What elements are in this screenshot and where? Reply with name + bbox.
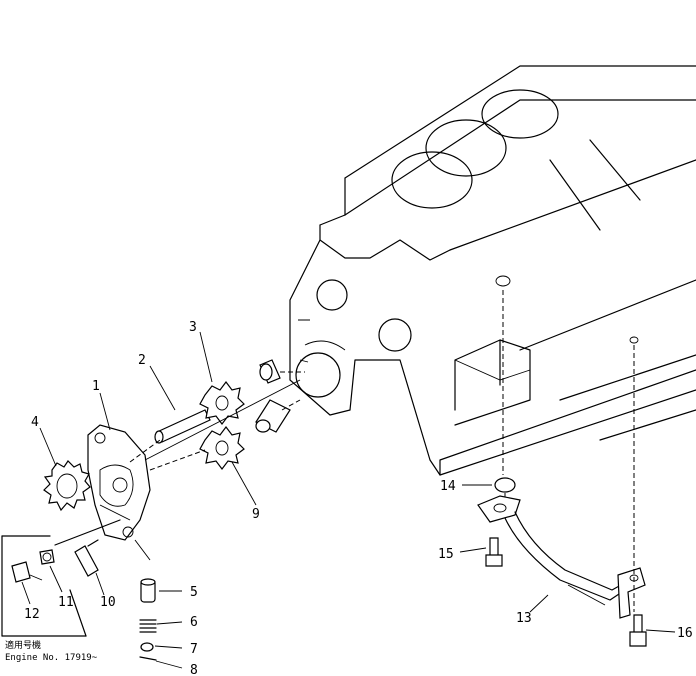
note-japanese: 適用号機 [5,639,41,651]
callout-13: 13 [516,611,532,626]
applicability-note: 適用号機 Engine No. 17919~ [5,639,98,663]
o-ring [494,477,516,493]
dowel-bushings [255,359,305,433]
callout-9: 9 [252,507,260,522]
valve-pin [139,656,157,661]
mounting-bolts [11,539,99,583]
callout-6: 6 [190,615,198,630]
cylinder-bore-3 [481,89,559,139]
callout-14: 14 [440,479,456,494]
cylinder-bore-2 [425,119,507,177]
engine-block [289,65,696,476]
shaft-pin [129,409,211,463]
front-bore-upper [316,279,348,311]
oil-pipe-assembly [477,290,647,647]
callout-16: 16 [677,626,693,641]
pipe-flange [477,495,521,523]
cylinder-bore-1 [391,151,473,209]
valve-spring [139,619,157,633]
applicability-bracket [1,519,121,637]
callout-labels: 1 2 3 4 5 6 7 8 9 10 11 12 13 14 15 16 [24,320,693,676]
callout-7: 7 [190,642,198,657]
rotor-gear-9 [149,426,245,471]
callout-15: 15 [438,547,454,562]
leader-lines [21,331,676,669]
callout-12: 12 [24,607,40,622]
callout-4: 4 [31,415,39,430]
front-bore-right [378,318,412,352]
callout-2: 2 [138,353,146,368]
drive-gear [43,460,91,512]
callout-3: 3 [189,320,197,335]
rotor-gear-3 [199,381,245,425]
valve-ball [140,642,154,652]
callout-8: 8 [190,663,198,676]
callout-5: 5 [190,585,198,600]
relief-valve-parts [134,539,157,661]
pipe-bracket [617,567,646,619]
pump-body [87,424,151,541]
callout-11: 11 [58,595,74,610]
callout-10: 10 [100,595,116,610]
pump-mount-bore [295,352,341,398]
oil-pump-assembly [43,359,305,541]
callout-1: 1 [92,379,100,394]
note-engine-number: Engine No. 17919~ [5,653,98,663]
